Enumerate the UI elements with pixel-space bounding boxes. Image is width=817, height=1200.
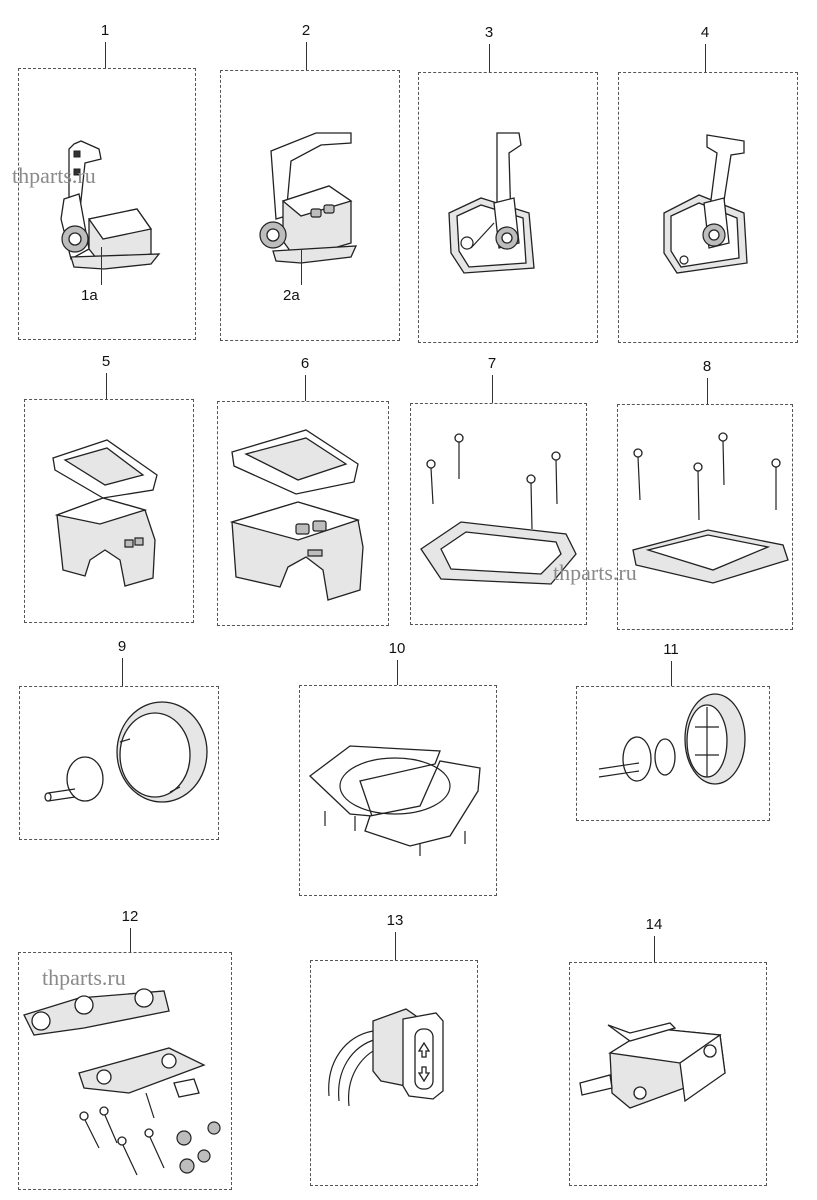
knob-housing-and-discs-icon: [577, 687, 771, 822]
part-panel-10[interactable]: [299, 685, 497, 896]
part-panel-5[interactable]: [24, 399, 194, 623]
callout-2: 2: [301, 22, 311, 39]
leader-line-14: [654, 936, 655, 962]
leader-line-2a: [301, 249, 302, 285]
callout-1a: 1a: [81, 287, 98, 304]
callout-2a: 2a: [283, 287, 300, 304]
leader-line-12: [130, 928, 131, 952]
mounting-plate-with-bolts-icon: [618, 405, 794, 631]
callout-9: 9: [117, 638, 127, 655]
leader-line-5: [106, 373, 107, 399]
leader-line-13: [395, 932, 396, 960]
part-panel-11[interactable]: [576, 686, 770, 821]
leader-line-1a: [101, 247, 102, 285]
callout-6: 6: [300, 355, 310, 372]
side-mount-control-tilted-icon: [619, 73, 799, 344]
micro-switch-icon: [570, 963, 768, 1187]
callout-4: 4: [700, 24, 710, 41]
single-lever-control-icon: [19, 69, 197, 341]
callout-14: 14: [645, 916, 663, 933]
dual-lever-control-icon: [221, 71, 401, 342]
leader-line-7: [492, 375, 493, 403]
part-panel-2[interactable]: 2a: [220, 70, 400, 341]
side-mount-control-icon: [419, 73, 599, 344]
leader-line-11: [671, 661, 672, 686]
part-panel-3[interactable]: [418, 72, 598, 343]
watermark-top: thparts.ru: [12, 163, 96, 188]
callout-5: 5: [101, 353, 111, 370]
watermark-bottom: thparts.ru: [42, 965, 126, 990]
part-panel-8[interactable]: [617, 404, 793, 630]
leader-line-6: [305, 375, 306, 401]
trim-tilt-switch-icon: [311, 961, 479, 1187]
callout-3: 3: [484, 24, 494, 41]
single-cover-set-icon: [25, 400, 195, 624]
knob-ring-and-disc-icon: [20, 687, 220, 841]
dual-cover-set-icon: [218, 402, 390, 627]
part-panel-7[interactable]: [410, 403, 587, 625]
part-panel-9[interactable]: [19, 686, 219, 840]
callout-12: 12: [121, 908, 139, 925]
part-panel-14[interactable]: [569, 962, 767, 1186]
callout-7: 7: [487, 355, 497, 372]
watermark-middle: thparts.ru: [553, 560, 637, 585]
leader-line-4: [705, 44, 706, 72]
callout-8: 8: [702, 358, 712, 375]
callout-1: 1: [100, 22, 110, 39]
split-gasket-plate-icon: [300, 686, 498, 897]
leader-line-10: [397, 660, 398, 685]
part-panel-6[interactable]: [217, 401, 389, 626]
callout-11: 11: [663, 641, 679, 658]
hardware-kit-icon: [19, 953, 233, 1191]
leader-line-2: [306, 42, 307, 70]
callout-10: 10: [388, 640, 406, 657]
mounting-base-with-bolts-icon: [411, 404, 588, 626]
leader-line-1: [105, 42, 106, 68]
leader-line-9: [122, 658, 123, 686]
callout-13: 13: [386, 912, 404, 929]
part-panel-12[interactable]: [18, 952, 232, 1190]
part-panel-4[interactable]: [618, 72, 798, 343]
leader-line-3: [489, 44, 490, 72]
part-panel-1[interactable]: 1a: [18, 68, 196, 340]
part-panel-13[interactable]: [310, 960, 478, 1186]
leader-line-8: [707, 378, 708, 404]
